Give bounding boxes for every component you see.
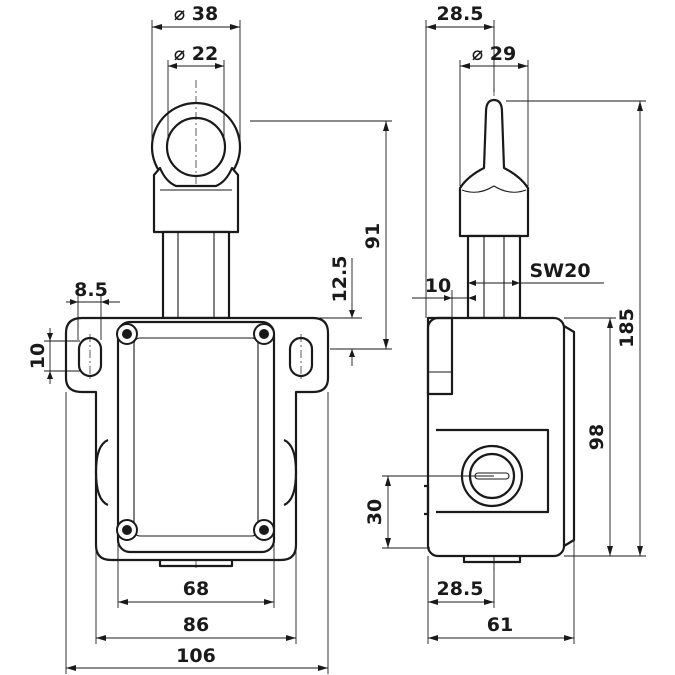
dim-collar-label: 10	[425, 275, 451, 297]
screw-bottom-left	[116, 519, 138, 541]
dim-collar: 10	[412, 275, 476, 318]
dim-screw-spacing-label: 68	[183, 578, 209, 600]
dim-side-top-offset-label: 28.5	[437, 3, 484, 25]
dim-total-height-label: 185	[616, 308, 638, 348]
dim-side-top-offset: 28.5	[425, 3, 495, 318]
dim-depth: 61	[428, 540, 575, 644]
dim-offset-label: 12.5	[329, 256, 351, 303]
dim-top-height: 91	[250, 120, 392, 350]
dim-body-width-label: 86	[183, 614, 209, 636]
dim-hole-height-label: 10	[27, 343, 49, 369]
dim-cable-offset: 28.5	[427, 556, 495, 644]
dim-cable-height: 30	[364, 475, 494, 549]
actuator-shaft	[161, 230, 231, 320]
dim-depth-label: 61	[487, 614, 513, 636]
screw-top-right	[253, 323, 275, 345]
side-view: 28.5 ⌀ 29 10 SW20	[364, 3, 646, 644]
dim-lever: ⌀ 29	[459, 43, 529, 186]
dim-overall-width: 106	[65, 392, 329, 674]
dim-hole-width: 8.5	[66, 279, 120, 340]
dim-body-height: 98	[564, 317, 616, 556]
dim-wrench: SW20	[468, 260, 604, 286]
dim-wrench-label: SW20	[529, 260, 590, 282]
screw-bottom-right	[253, 519, 275, 541]
pull-ring	[150, 101, 242, 234]
dim-ring-inner: ⌀ 22	[167, 43, 225, 140]
dim-lever-label: ⌀ 29	[472, 43, 517, 65]
screw-top-left	[116, 323, 138, 345]
dim-hole-width-label: 8.5	[74, 279, 108, 301]
dim-cable-offset-label: 28.5	[437, 578, 484, 600]
switch-housing-side	[424, 316, 576, 564]
dim-ring-outer: ⌀ 38	[151, 3, 241, 140]
dim-ring-outer-label: ⌀ 38	[174, 3, 219, 25]
dim-top-height-label: 91	[362, 223, 384, 249]
dim-overall-width-label: 106	[176, 645, 216, 667]
front-view: ⌀ 38 ⌀ 22 8.5 10	[27, 3, 392, 674]
switch-housing-front	[64, 316, 330, 568]
dim-offset: 12.5	[230, 256, 362, 366]
dim-body-height-label: 98	[586, 424, 608, 450]
side-shaft	[466, 234, 522, 320]
dim-total-height: 185	[506, 100, 646, 557]
dim-hole-height: 10	[27, 328, 80, 384]
dim-cable-height-label: 30	[364, 499, 386, 525]
dim-body-width: 86	[95, 505, 297, 644]
lever-head	[458, 98, 530, 238]
housing-cover	[116, 320, 276, 554]
dim-screw-spacing: 68	[117, 540, 275, 608]
dim-ring-inner-label: ⌀ 22	[174, 43, 219, 65]
cover-screws	[116, 323, 275, 541]
